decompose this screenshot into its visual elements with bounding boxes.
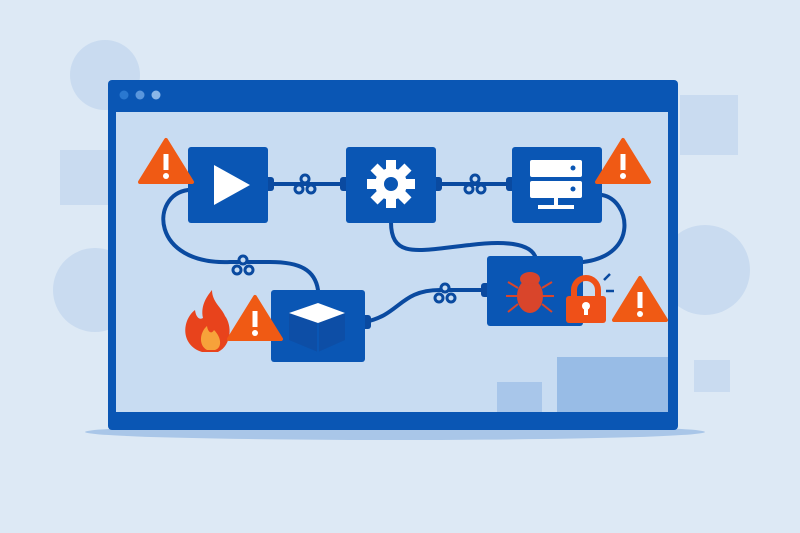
- warning-icon: [612, 276, 668, 322]
- node-bug[interactable]: [487, 256, 583, 326]
- deco-block: [557, 357, 668, 412]
- warning-icon: [138, 138, 194, 184]
- server-icon: [530, 160, 582, 209]
- window-dot[interactable]: [119, 90, 129, 100]
- gear-icon: [367, 160, 415, 208]
- webhook-icon: [433, 282, 457, 304]
- bug-icon: [506, 272, 554, 313]
- warning-icon: [595, 138, 651, 184]
- webhook-icon: [463, 173, 487, 195]
- package-box-icon: [289, 303, 345, 352]
- play-icon: [214, 165, 250, 205]
- webhook-icon: [231, 254, 255, 276]
- window-dot[interactable]: [151, 90, 161, 100]
- window-dot[interactable]: [135, 90, 145, 100]
- node-gear[interactable]: [346, 147, 436, 223]
- lock-icon: [566, 273, 614, 323]
- webhook-icon: [293, 173, 317, 195]
- connector-lines: [161, 182, 627, 324]
- fire-icon: [185, 290, 230, 352]
- node-server[interactable]: [512, 147, 602, 223]
- node-play[interactable]: [188, 147, 268, 223]
- node-package[interactable]: [271, 290, 365, 362]
- deco-block: [497, 382, 542, 412]
- warning-icon: [227, 295, 283, 341]
